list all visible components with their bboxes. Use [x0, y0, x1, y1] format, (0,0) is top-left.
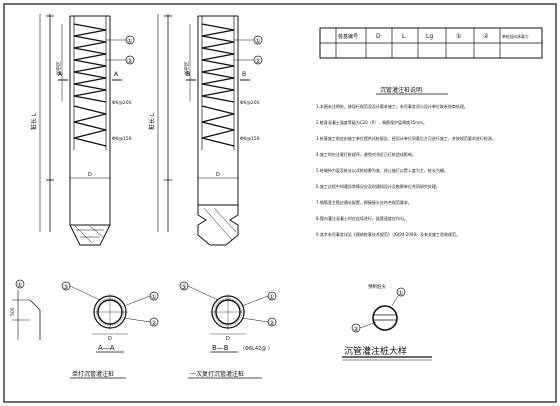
- notes-item-2: 2.桩身混凝土强度等级为C20（P），钢筋保护层厚度35mm。: [316, 119, 427, 125]
- section-b-caption: B—B: [212, 344, 229, 352]
- pile-tip-detail: ② ① 预制桩尖: [351, 283, 406, 333]
- notes-item-8: 8.管内灌注混凝土时应连续进行，拔管速度应均匀。: [316, 215, 408, 221]
- diameter-label-left: D: [88, 172, 92, 178]
- table-header-7: 单桩竖向承载力: [502, 34, 529, 39]
- section-b-label-3: ②: [269, 320, 275, 327]
- section-a-label-3: ②: [151, 320, 157, 327]
- section-b-d-label: D: [226, 336, 230, 342]
- section-b-label-1: ③: [181, 284, 186, 291]
- notes-heading: 沉管灌注桩说明: [380, 86, 422, 94]
- side-detail: ① 500: [10, 279, 41, 340]
- section-a-label-2: ①: [151, 294, 156, 301]
- caption-right-pile: 一次复打沉管灌注桩: [190, 370, 244, 378]
- caption-left-pile: 单打沉管灌注桩: [72, 370, 114, 378]
- diameter-label-right: D: [216, 172, 220, 178]
- table-header-3: L: [402, 33, 406, 40]
- table-header-4: Lg: [426, 33, 433, 40]
- notes-block: 沉管灌注桩说明 1.本图未注明处，按现行规范及设计要求施工，未尽事宜须与设计单位…: [316, 86, 496, 237]
- tie-zone-label-right: 加密区: [183, 61, 190, 75]
- sheet-border: [3, 3, 557, 403]
- notes-item-4: 4.施工时应注意打桩顺序，避免对邻近已打桩造成影响。: [316, 151, 416, 157]
- section-b-label-2: ①: [269, 294, 274, 301]
- section-b-b: ③ ① ② D B—B （Φ6L42@ ）: [179, 281, 277, 353]
- notes-item-5: 5.桩端持力层及桩长以试桩结果为准，终止施打以贯入度为主，桩长为辅。: [316, 167, 448, 173]
- pile-elevation-right: 桩长 L B B ① ② Φ6@200 Φ6@150 加密区 D: [148, 14, 263, 246]
- rebar-spec-right-2: Φ6@150: [240, 136, 260, 142]
- section-b-note: （Φ6L42@ ）: [240, 346, 273, 352]
- rebar-label-right-1: ①: [255, 38, 260, 45]
- pile-length-label-right: 桩长 L: [148, 112, 156, 130]
- cut-label-left-a1: A: [58, 71, 63, 78]
- tie-zone-label-left: 加密区: [55, 61, 62, 75]
- rebar-spec-right-1: Φ6@200: [240, 100, 260, 106]
- rebar-spec-left-2: Φ6@150: [112, 136, 132, 142]
- rebar-label-left-1: ①: [127, 38, 132, 45]
- table-header-1: 桩基编号: [338, 33, 358, 40]
- table-header-5: ①: [456, 33, 461, 40]
- cut-label-right-b1: B: [186, 71, 190, 78]
- pile-table: 桩基编号 D L Lg ① ② 单桩竖向承载力: [319, 27, 543, 59]
- side-detail-dim: 500: [10, 307, 16, 316]
- table-header-2: D: [376, 33, 381, 40]
- side-detail-label: ①: [17, 282, 22, 289]
- section-a-caption: A—A: [98, 344, 115, 352]
- pile-elevation-left: 桩长 L A A ① ② Φ6@200 Φ6@150 加密区 D: [30, 14, 135, 246]
- notes-item-7: 7.钢筋笼主筋应通长配置，焊接接头应符合规范要求。: [316, 199, 412, 205]
- section-a-d-label: D: [108, 336, 112, 342]
- tip-detail-label-a: ②: [353, 326, 359, 333]
- notes-item-6: 6.施工过程中如遇异常情况应及时通知设计及勘察单位共同研究处理。: [316, 183, 440, 189]
- cut-label-right-b2: B: [242, 71, 246, 78]
- table-header-6: ②: [483, 33, 489, 40]
- sheet-title: 沉管灌注桩大样: [344, 345, 407, 357]
- notes-item-3: 3.桩基施工前应由施工单位提供试桩报告，经设计单位同意后方可进行施工，并按规范要…: [316, 135, 496, 141]
- tip-detail-label-b: ①: [398, 290, 403, 297]
- tip-detail-note: 预制桩尖: [368, 283, 386, 290]
- cut-label-left-a2: A: [114, 71, 119, 78]
- rebar-label-left-2: ②: [127, 58, 133, 65]
- rebar-spec-left-1: Φ6@200: [112, 100, 132, 106]
- pile-length-label: 桩长 L: [30, 112, 38, 130]
- rebar-label-right-2: ②: [255, 58, 261, 65]
- notes-item-9: 9.其余未尽事宜详见《建筑桩基技术规范》（JGJ94-2008）及有关施工验收规…: [316, 231, 460, 237]
- notes-item-1: 1.本图未注明处，按现行规范及设计要求施工，未尽事宜须与设计单位联系协商处理。: [316, 103, 468, 109]
- section-a-a: ③ ① ② D A—A: [61, 281, 159, 353]
- section-a-label-1: ③: [63, 284, 68, 291]
